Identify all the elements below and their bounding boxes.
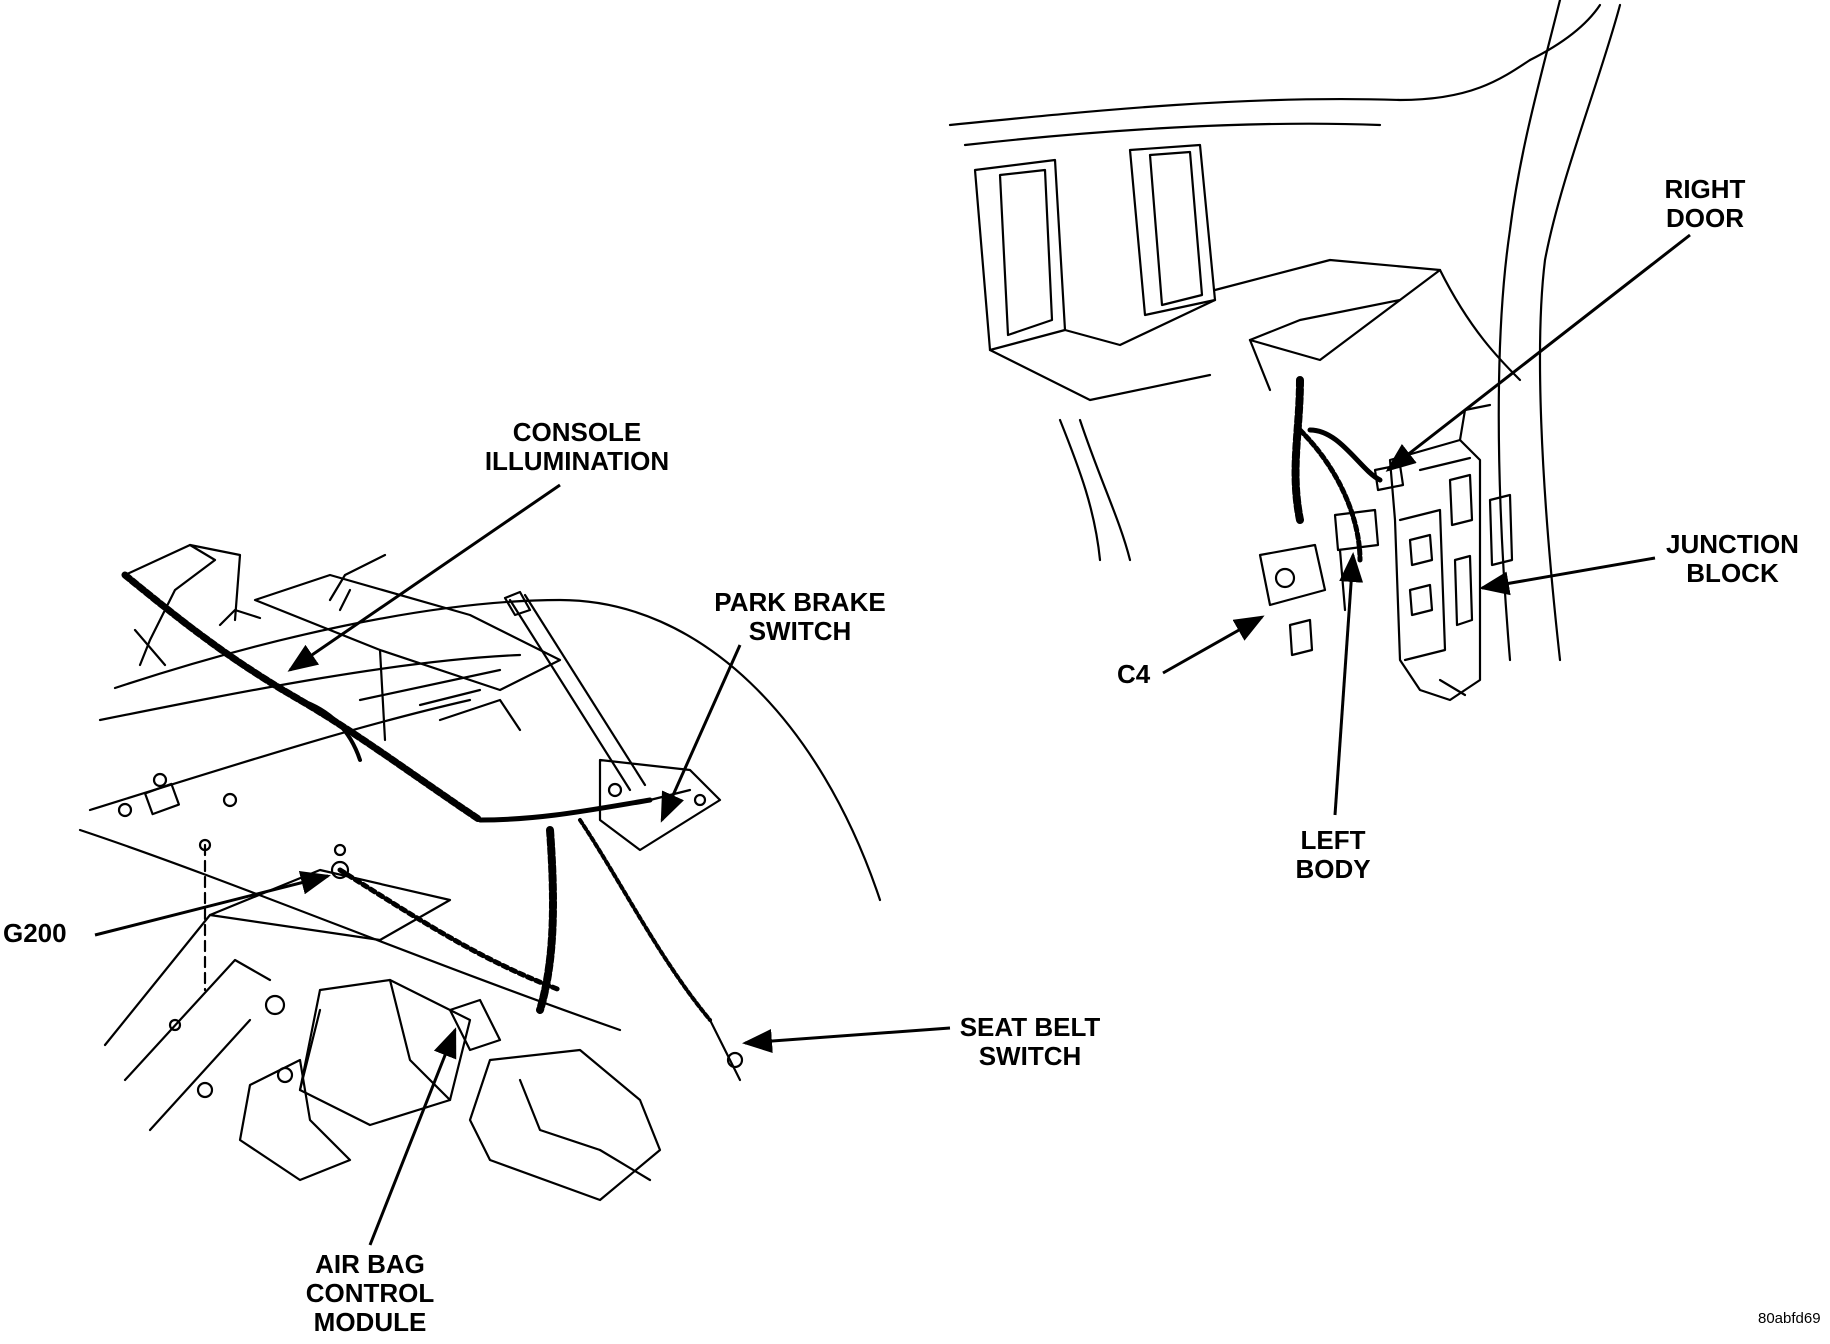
arrow-console-illumination [287, 483, 561, 672]
arrow-g200 [94, 870, 331, 937]
label-g200: G200 [3, 918, 67, 948]
arrow-park-brake-switch [660, 644, 742, 823]
label-c4: C4 [1117, 659, 1151, 689]
leader-lines [94, 233, 1691, 1246]
arrow-left-body [1333, 552, 1364, 816]
arrow-seat-belt-switch [742, 1026, 951, 1053]
arrow-c4 [1162, 615, 1265, 675]
arrow-air-bag-control-module [368, 1027, 457, 1246]
label-right-door: RIGHT DOOR [1664, 174, 1746, 233]
label-seat-belt-switch: SEAT BELT SWITCH [959, 1012, 1101, 1071]
label-junction-block: JUNCTION BLOCK [1666, 529, 1799, 588]
floor-pan-illustration [78, 543, 882, 1202]
arrow-junction-block [1479, 556, 1656, 596]
figure-id: 80abfd69 [1758, 1310, 1821, 1327]
label-left-body: LEFT BODY [1295, 825, 1371, 884]
label-air-bag-control-module: AIR BAG CONTROL MODULE [305, 1249, 435, 1337]
label-park-brake-switch: PARK BRAKE SWITCH [714, 587, 886, 646]
arrow-right-door [1385, 233, 1691, 472]
label-console-illumination: CONSOLE ILLUMINATION [484, 417, 670, 476]
instrument-panel-illustration [948, 0, 1622, 702]
